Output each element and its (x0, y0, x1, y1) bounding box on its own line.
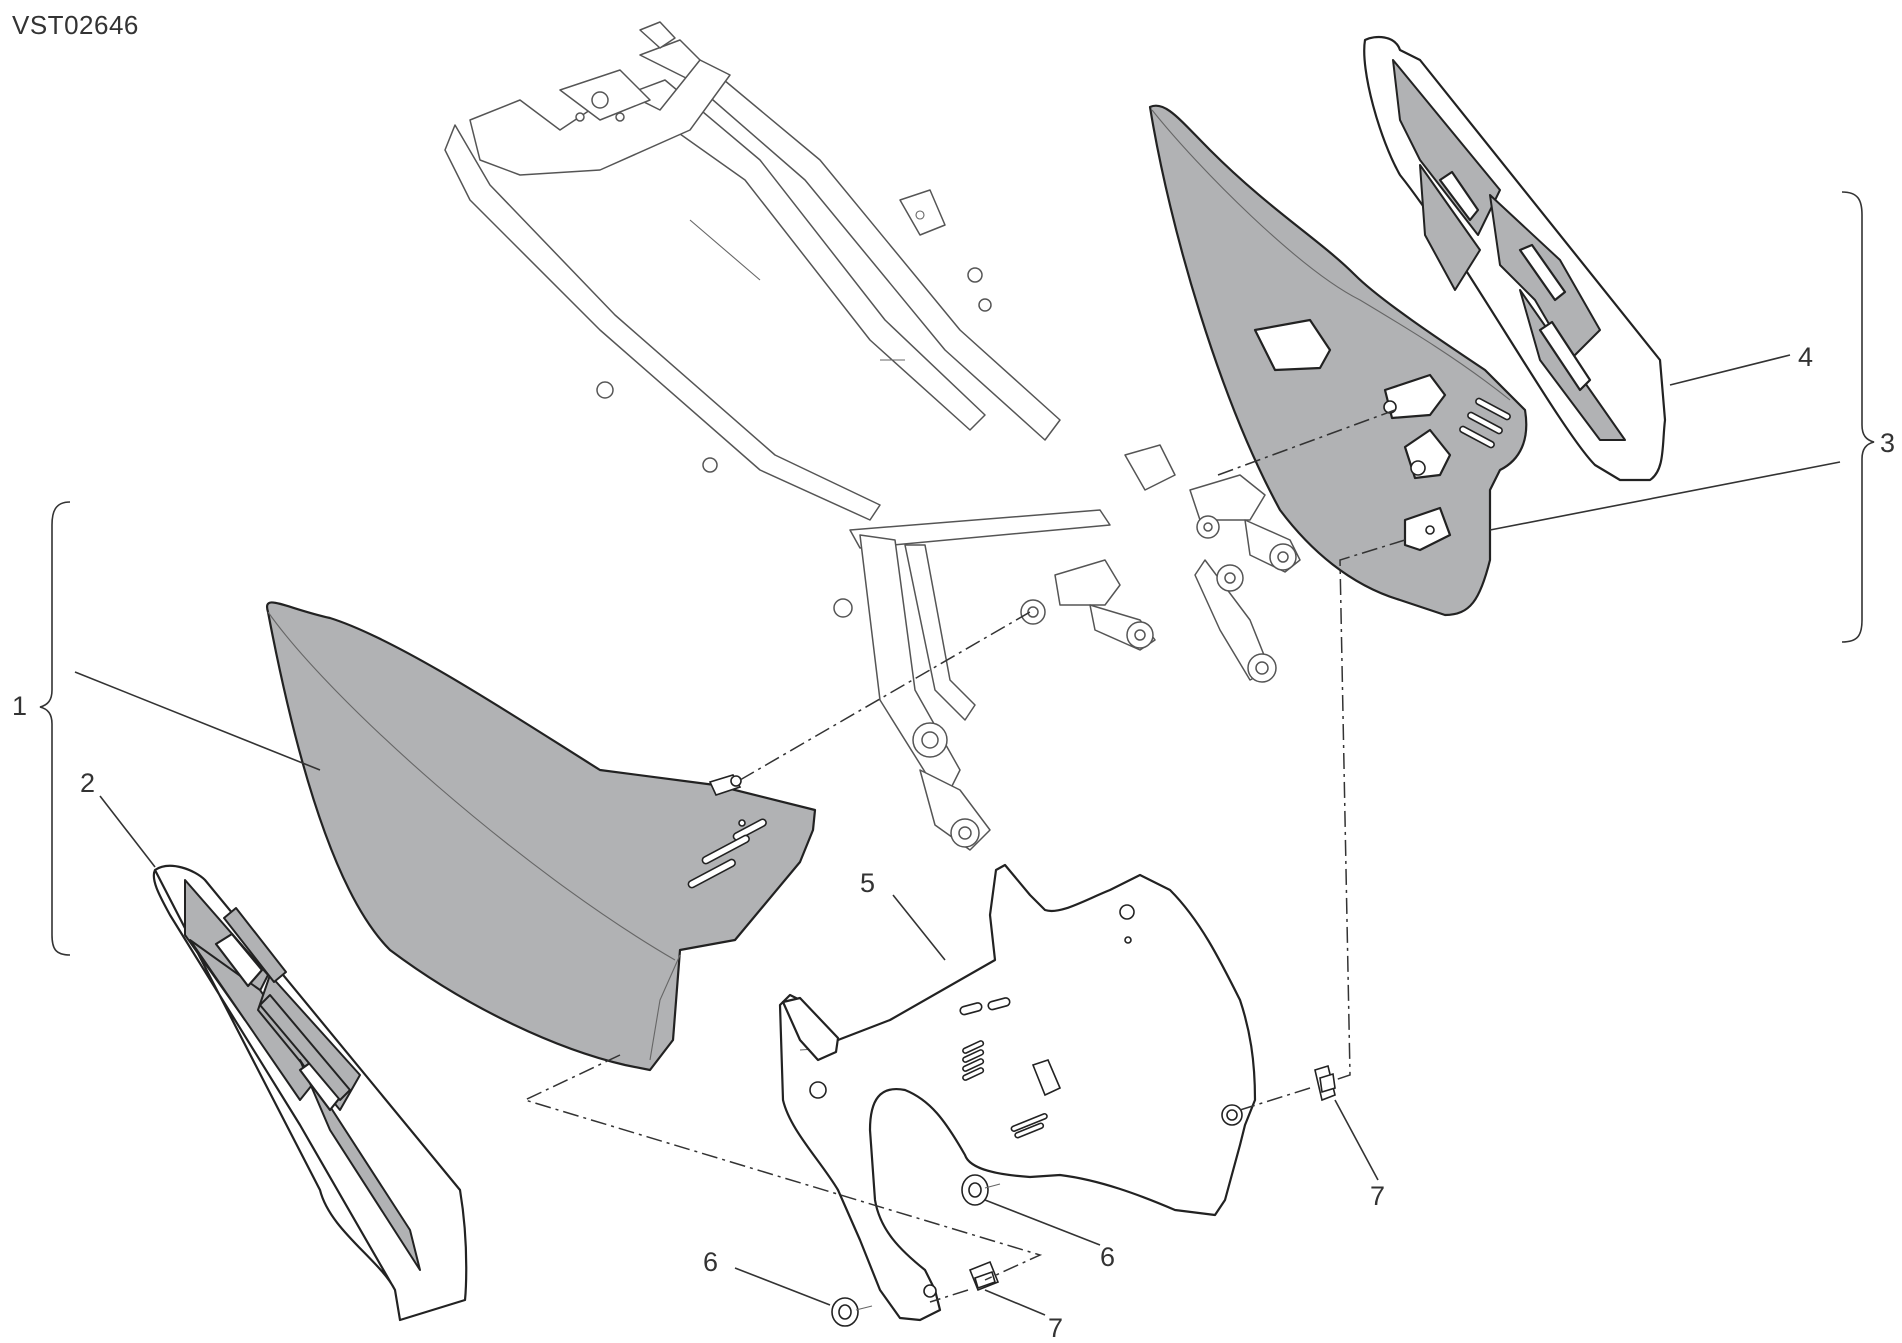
group-brace-right (1841, 191, 1875, 643)
callout-3: 3 (1880, 428, 1895, 458)
leader-lines (74, 354, 1841, 1316)
drawing-code-label: VST02646 (12, 10, 139, 40)
callout-4: 4 (1798, 342, 1813, 372)
callout-5: 5 (860, 868, 875, 898)
clip-nut-lower (968, 1260, 1000, 1292)
callout-6-lower: 6 (703, 1247, 718, 1277)
callout-6-upper: 6 (1100, 1242, 1115, 1272)
right-decal (1363, 35, 1667, 482)
callout-7-right: 7 (1370, 1181, 1385, 1211)
callout-1: 1 (12, 691, 27, 721)
left-side-panel (265, 601, 817, 1072)
callout-2: 2 (80, 768, 95, 798)
screw-upper (961, 1174, 1001, 1206)
rear-subframe (444, 21, 1301, 851)
screw-lower (831, 1297, 873, 1327)
center-cover-panel (778, 863, 1257, 1322)
callout-7-lower: 7 (1048, 1313, 1063, 1343)
assembly-lines (522, 409, 1406, 1303)
group-brace-left (39, 501, 71, 956)
left-decal (152, 864, 468, 1322)
clip-nut-right (1314, 1064, 1336, 1102)
right-side-panel (1148, 104, 1528, 617)
